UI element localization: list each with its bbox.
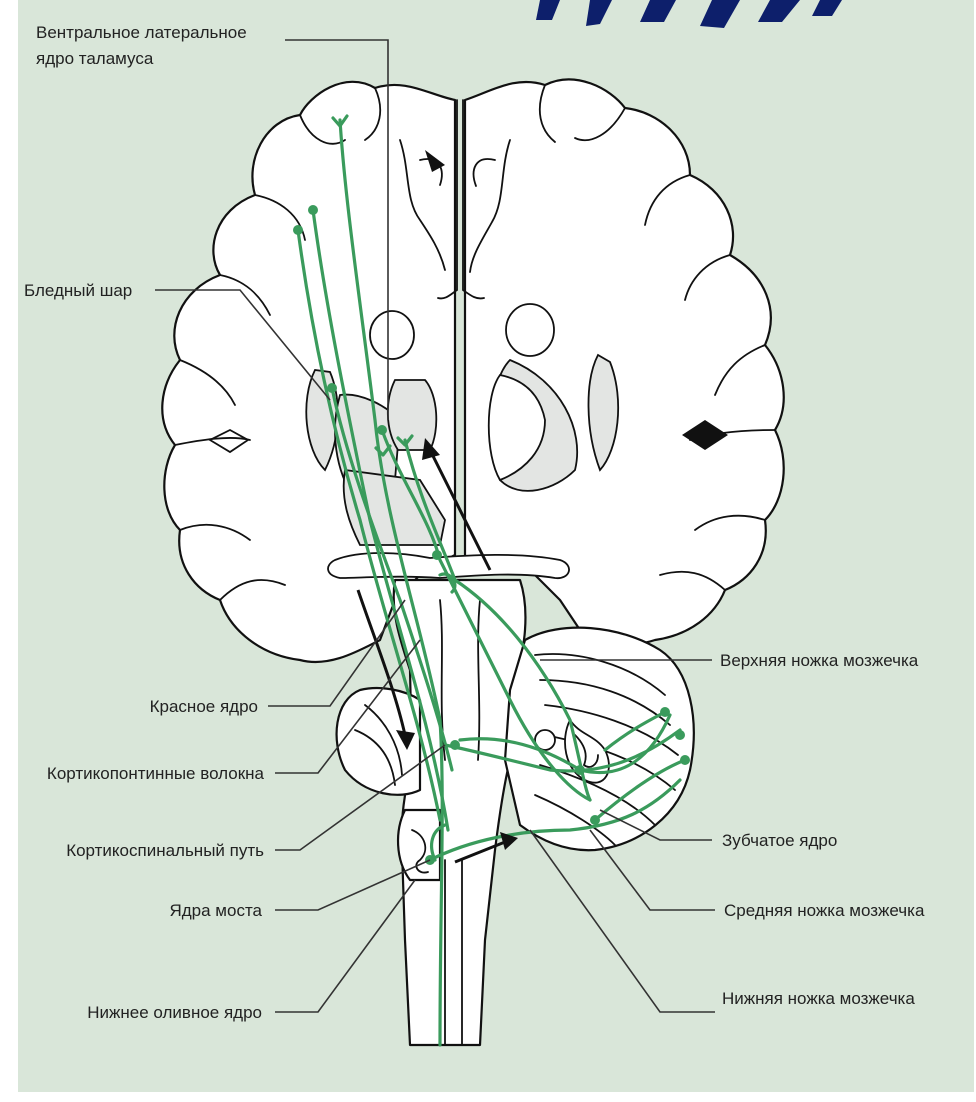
- label-pontine-nuclei: Ядра моста: [169, 901, 262, 920]
- cerebrum: [162, 79, 783, 662]
- label-ventral-lateral-nucleus-line2: ядро таламуса: [36, 49, 154, 68]
- label-superior-cerebellar-peduncle: Верхняя ножка мозжечка: [720, 651, 919, 670]
- label-inferior-cerebellar-peduncle: Нижняя ножка мозжечка: [722, 989, 915, 1008]
- label-corticopontine-fibers: Кортикопонтинные волокна: [47, 764, 265, 783]
- label-inferior-olivary-nucleus: Нижнее оливное ядро: [87, 1003, 262, 1022]
- label-red-nucleus: Красное ядро: [150, 697, 258, 716]
- label-globus-pallidus: Бледный шар: [24, 281, 132, 300]
- label-middle-cerebellar-peduncle: Средняя ножка мозжечка: [724, 901, 925, 920]
- label-dentate-nucleus: Зубчатое ядро: [722, 831, 837, 850]
- label-corticospinal-tract: Кортикоспинальный путь: [66, 841, 264, 860]
- label-ventral-lateral-nucleus: Вентральное латеральное: [36, 23, 247, 42]
